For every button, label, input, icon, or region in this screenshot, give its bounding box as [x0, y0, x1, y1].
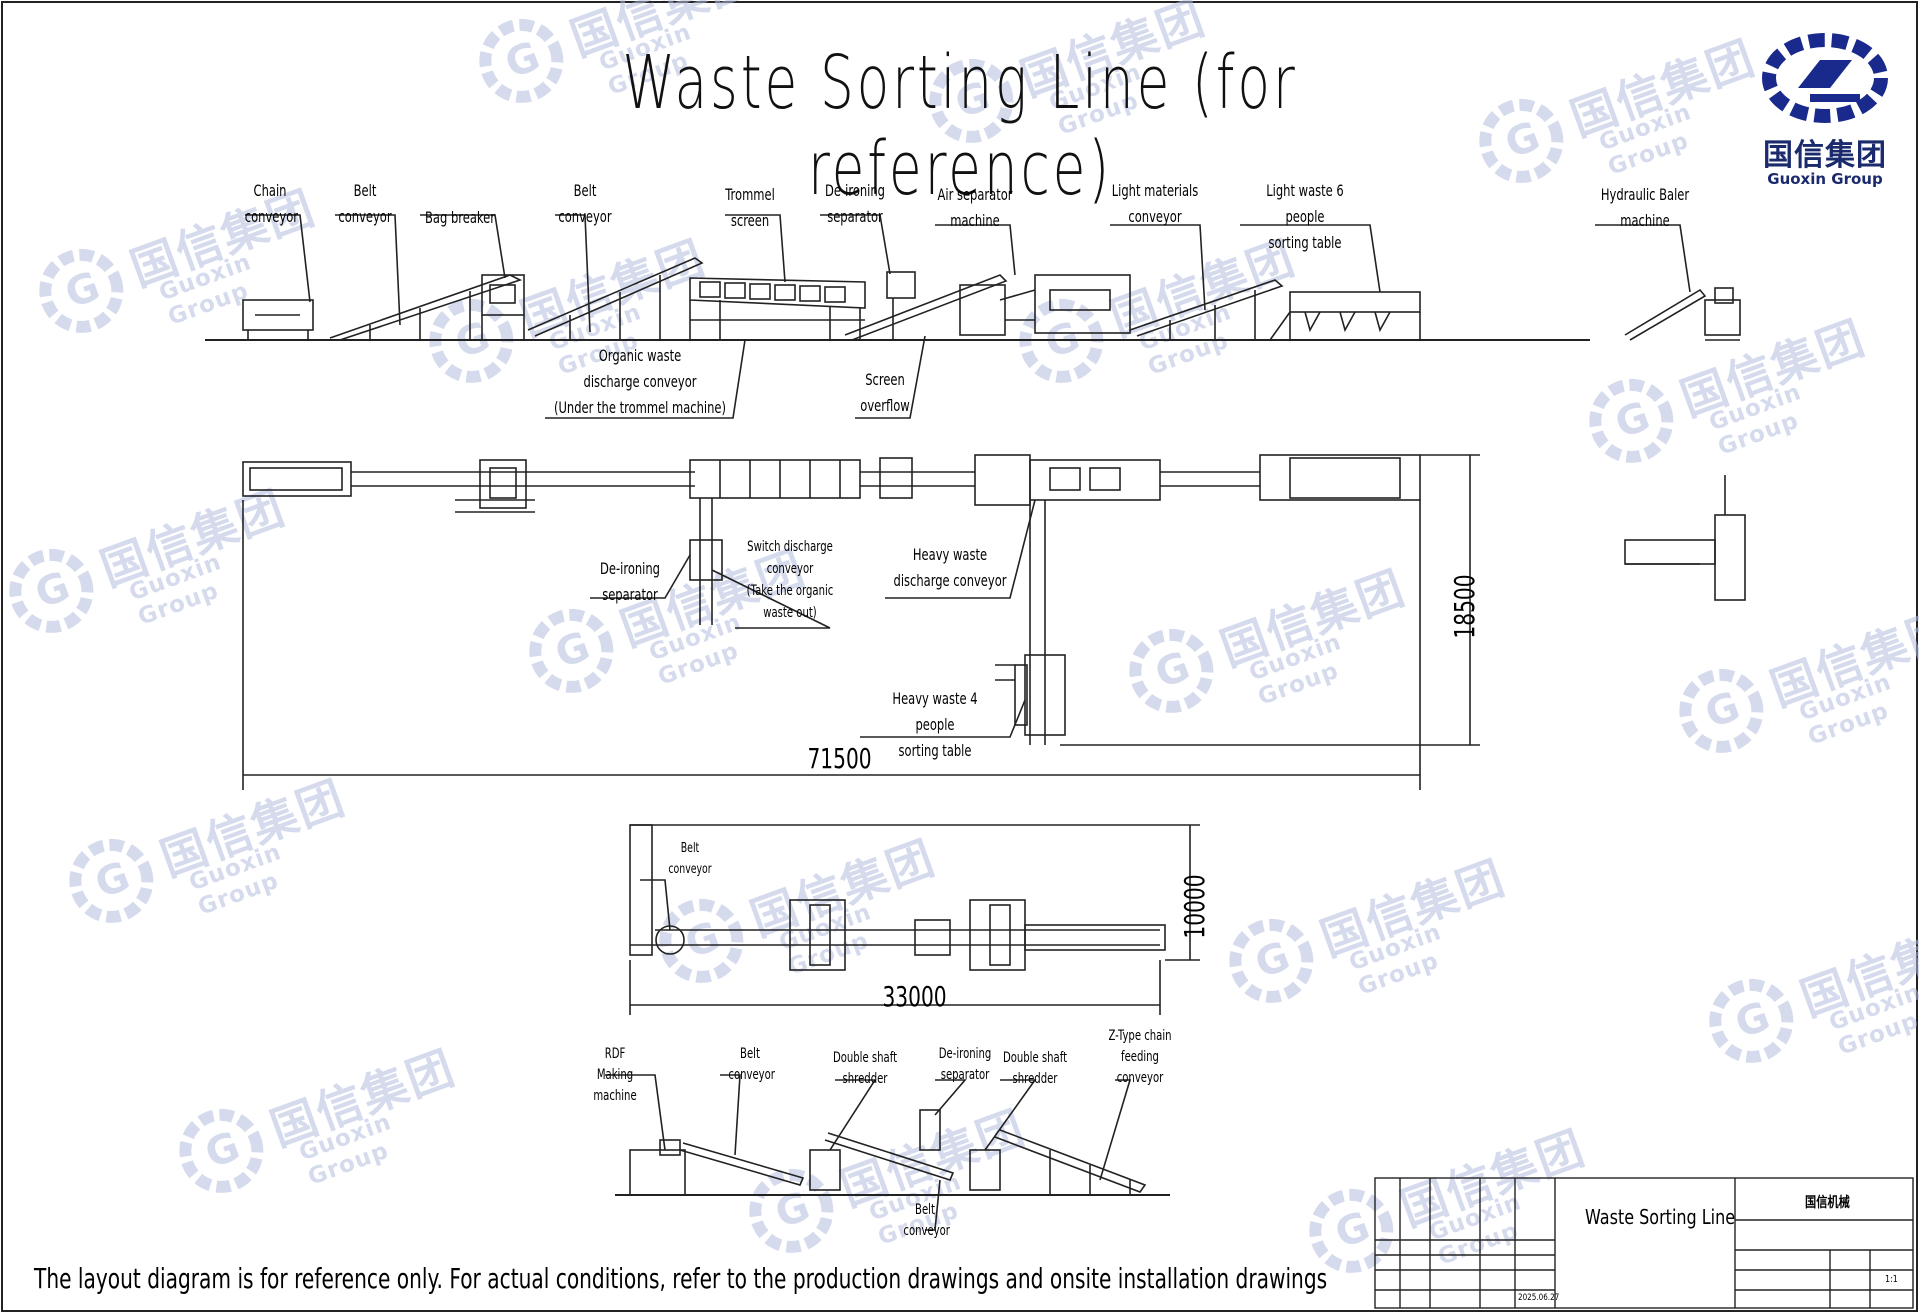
- label-de-ironing-separator: De-ironing separator: [825, 181, 885, 226]
- label-plan-de-ironing: De-ironing separator: [600, 559, 660, 604]
- footer-note: The layout diagram is for reference only…: [34, 1262, 1328, 1295]
- title-block-date: 2025.06.27: [1518, 1293, 1560, 1303]
- de-ironing-separator-elev: [886, 271, 916, 340]
- title-block-company: 国信机械: [1805, 1195, 1850, 1211]
- air-separator-elev: [844, 274, 1131, 341]
- label-chain-conveyor: Chain conveyor: [244, 181, 298, 226]
- label-heavy-waste-sorting: Heavy waste 4 people sorting table: [892, 689, 978, 760]
- label-light-materials-conveyor: Light materials conveyor: [1111, 181, 1199, 226]
- label-rdf-belt-conveyor: Belt conveyor: [728, 1046, 775, 1083]
- logo-gear-icon: [1762, 33, 1888, 123]
- title-block-drawing-name: Waste Sorting Line: [1585, 1205, 1736, 1229]
- title-block-sheet: 1:1: [1885, 1274, 1898, 1285]
- label-screen-overflow: Screen overflow: [860, 370, 910, 415]
- hydraulic-baler-elev: [1624, 287, 1741, 341]
- label-trommel-screen: Trommel screen: [725, 185, 775, 230]
- label-heavy-waste-discharge: Heavy waste discharge conveyor: [893, 545, 1007, 590]
- label-light-waste-sorting-table: Light waste 6 people sorting table: [1266, 181, 1344, 252]
- logo-text-cn: 国信集团: [1763, 138, 1887, 173]
- label-hydraulic-baler: Hydraulic Baler machine: [1600, 185, 1690, 230]
- logo-text-en: Guoxin Group: [1767, 170, 1883, 188]
- label-rdf-belt-conveyor-2: Belt conveyor: [903, 1202, 950, 1239]
- light-materials-conveyor-elev: [1129, 279, 1284, 340]
- label-air-separator: Air separator machine: [937, 185, 1013, 230]
- label-rdf-double-shaft-1: Double shaft shredder: [832, 1050, 898, 1087]
- drawing-title: Waste Sorting Line (for reference): [622, 40, 1298, 212]
- label-organic-waste-discharge: Organic waste discharge conveyor (Under …: [553, 346, 727, 417]
- bag-breaker-elev: [481, 274, 525, 340]
- label-rdf-plan-belt-conveyor: Belt conveyor: [668, 841, 712, 877]
- company-logo: 国信集团 Guoxin Group: [1750, 30, 1900, 190]
- label-belt-conveyor-1: Belt conveyor: [338, 181, 392, 226]
- dimension-plan-length: 71500: [807, 742, 872, 775]
- chain-conveyor-elev: [242, 299, 314, 340]
- label-belt-conveyor-2: Belt conveyor: [558, 181, 612, 226]
- label-rdf-z-type-conveyor: Z-Type chain feeding conveyor: [1108, 1028, 1172, 1086]
- label-rdf-double-shaft-2: Double shaft shredder: [1002, 1050, 1068, 1087]
- belt-conveyor-2-elev: [527, 257, 704, 340]
- light-waste-sorting-table-elev: [1269, 291, 1421, 341]
- trommel-screen-elev: [689, 277, 866, 340]
- label-switch-discharge: Switch discharge conveyor (Take the orga…: [746, 539, 834, 621]
- belt-conveyor-1-elev: [329, 274, 523, 341]
- label-bag-breaker: Bag breaker: [425, 208, 495, 227]
- label-rdf-de-ironing: De-ironing separator: [938, 1046, 992, 1083]
- dimension-rdf-length: 33000: [882, 980, 947, 1013]
- label-rdf-making-machine: RDF Making machine: [593, 1046, 637, 1104]
